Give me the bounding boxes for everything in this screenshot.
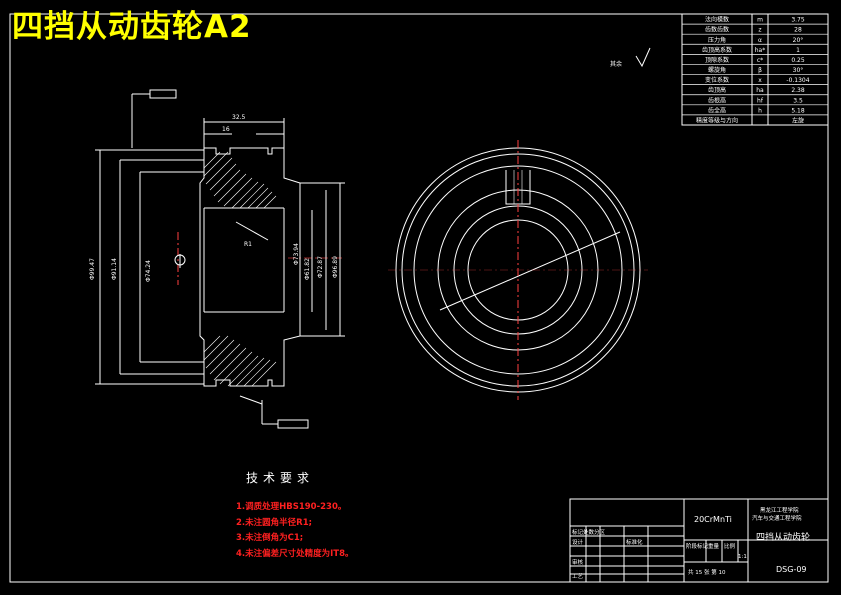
param-value: 5.18 bbox=[791, 107, 805, 114]
param-value: 3.75 bbox=[791, 17, 805, 24]
dim-d1: Φ61.82 bbox=[304, 258, 311, 280]
title-block bbox=[569, 498, 829, 583]
dim-width: 32.5 bbox=[232, 114, 246, 121]
tb-row-2: 审核 bbox=[572, 558, 584, 566]
technical-requirements-list: 1.调质处理HBS190-230。 2.未注圆角半径R1; 3.未注倒角为C1;… bbox=[236, 500, 354, 562]
dim-hub: Φ74.24 bbox=[145, 260, 152, 282]
title-block-text: 20CrMnTi 黑龙江工程学院 汽车与交通工程学院 四挡从动齿轮 DSG-09… bbox=[572, 506, 810, 580]
dim-bore: Φ73.94 bbox=[293, 243, 300, 265]
param-symbol: x bbox=[758, 77, 762, 84]
school-text: 黑龙江工程学院 bbox=[760, 506, 799, 514]
dim-radius: R1 bbox=[244, 241, 252, 248]
front-view bbox=[388, 140, 648, 400]
param-value: 28 bbox=[794, 27, 802, 34]
dim-outer: Φ99.47 bbox=[89, 258, 96, 280]
param-value: 左旋 bbox=[792, 117, 804, 125]
param-symbol: α bbox=[758, 37, 762, 44]
param-name: 压力角 bbox=[708, 36, 726, 44]
param-name: 齿数齿数 bbox=[705, 26, 729, 34]
param-symbol: z bbox=[758, 27, 761, 34]
param-symbol: ha bbox=[756, 87, 764, 94]
tb-std-label: 标准化 bbox=[626, 538, 643, 546]
param-name: 变位系数 bbox=[705, 76, 729, 84]
param-symbol: h bbox=[758, 107, 762, 114]
school2-text: 汽车与交通工程学院 bbox=[752, 514, 802, 522]
scale-value: 1:1 bbox=[738, 554, 747, 560]
roughness-symbol bbox=[635, 47, 651, 68]
param-name: 齿顶高系数 bbox=[702, 46, 732, 54]
param-name: 螺旋角 bbox=[708, 66, 726, 74]
tb-row-3: 工艺 bbox=[572, 573, 584, 580]
tb-row-1: 设计 bbox=[572, 538, 584, 546]
drawing-title: 四挡从动齿轮A2 bbox=[12, 9, 252, 45]
scale-label: 比例 bbox=[724, 542, 736, 550]
stage-label: 阶段标记 bbox=[686, 542, 709, 550]
requirement-item: 1.调质处理HBS190-230。 bbox=[236, 502, 347, 512]
param-value: 1 bbox=[796, 47, 800, 54]
dim-root: Φ91.14 bbox=[111, 258, 118, 280]
dim-key: 16 bbox=[222, 126, 230, 133]
drawing-no-text: DSG-09 bbox=[776, 565, 807, 574]
requirement-item: 4.未注偏差尺寸处精度为IT8。 bbox=[236, 548, 354, 559]
roughness-note: 其余 bbox=[610, 60, 622, 68]
part-name-text: 四挡从动齿轮 bbox=[756, 531, 810, 543]
param-name: 顶隙系数 bbox=[705, 56, 729, 64]
param-value: 2.38 bbox=[791, 87, 805, 94]
dimension-labels: 32.5 16 R1 Φ99.47 Φ91.14 Φ74.24 Φ73.94 Φ… bbox=[89, 60, 622, 282]
weight-label: 重量 bbox=[708, 542, 720, 550]
section-view bbox=[95, 89, 345, 429]
dim-d3: Φ96.89 bbox=[332, 256, 339, 278]
requirement-item: 2.未注圆角半径R1; bbox=[236, 517, 313, 528]
dim-d2: Φ72.87 bbox=[317, 256, 324, 278]
param-symbol: hf bbox=[757, 97, 764, 104]
param-value: 20° bbox=[793, 37, 804, 44]
param-name: 齿根高 bbox=[708, 96, 726, 104]
parameter-table bbox=[681, 13, 829, 126]
param-symbol: m bbox=[757, 17, 763, 24]
param-name: 齿顶高 bbox=[708, 86, 726, 94]
sheet-info: 共 15 张 第 10 bbox=[688, 568, 726, 576]
param-value: 30° bbox=[793, 67, 804, 74]
param-symbol: β bbox=[758, 67, 762, 74]
param-name: 精度等级与方向 bbox=[696, 117, 738, 125]
drawing-frame bbox=[9, 13, 829, 583]
technical-requirements-heading: 技术要求 bbox=[246, 471, 315, 485]
param-value: 3.5 bbox=[793, 97, 803, 104]
param-name: 齿全高 bbox=[708, 106, 726, 114]
param-symbol: c* bbox=[757, 57, 763, 64]
param-value: 0.25 bbox=[791, 57, 805, 64]
tb-row-0: 标记处数分区 bbox=[572, 528, 606, 536]
param-symbol: ha* bbox=[755, 47, 765, 54]
parameter-table-text: 法向模数 m 3.75 齿数齿数 z 28 压力角 α 20° 齿顶高系数 ha* 1 顶隙系数 c* 0.… bbox=[696, 16, 810, 125]
param-name: 法向模数 bbox=[705, 16, 729, 24]
requirement-item: 3.未注倒角为C1; bbox=[236, 533, 304, 543]
param-value: -0.1304 bbox=[786, 77, 809, 84]
material-text: 20CrMnTi bbox=[694, 515, 732, 524]
